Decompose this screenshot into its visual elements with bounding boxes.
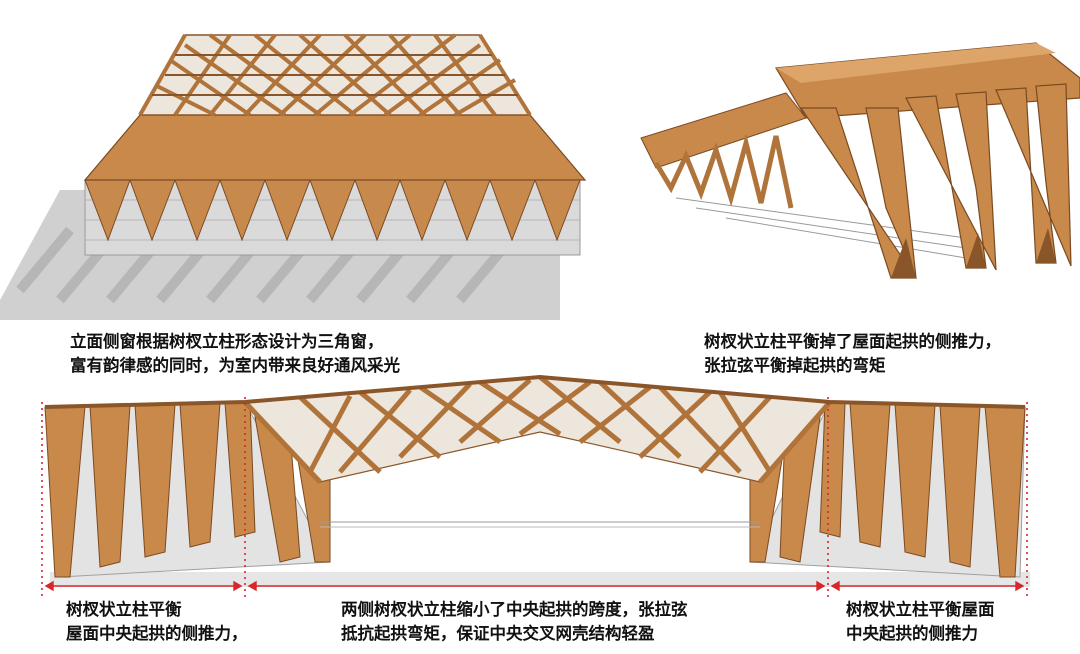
caption-bottom-right-line2: 中央起拱的侧推力 [846, 624, 978, 643]
main-top-chord-highlight [776, 43, 1056, 83]
top-left-roof-render [0, 0, 600, 320]
caption-bottom-center-line2: 抵抗起拱弯矩，保证中央交叉网壳结构轻盈 [341, 624, 655, 643]
caption-bottom-right-line1: 树杈状立柱平衡屋面 [846, 600, 995, 619]
tree-column-truss-illustration [640, 42, 1080, 279]
caption-bottom-center: 两侧树杈状立柱缩小了中央起拱的跨度，张拉弦 抵抗起拱弯矩，保证中央交叉网壳结构轻… [341, 598, 688, 646]
caption-bottom-center-line1: 两侧树杈状立柱缩小了中央起拱的跨度，张拉弦 [341, 600, 688, 619]
ground-shadow [50, 572, 1030, 587]
main-column-shadows [891, 228, 1056, 278]
arch-section-illustration [41, 374, 1030, 597]
caption-top-right: 树杈状立柱平衡掉了屋面起拱的侧推力， 张拉弦平衡掉起拱的弯矩 [704, 330, 1001, 378]
tree-columns [84, 179, 581, 242]
caption-bottom-right: 树杈状立柱平衡屋面 中央起拱的侧推力 [846, 598, 995, 646]
roof-lattice-rings [152, 54, 518, 96]
caption-bottom-left: 树杈状立柱平衡 屋面中央起拱的侧推力， [66, 598, 248, 646]
arch-top-edge [44, 374, 1026, 409]
roof-fascia [83, 114, 587, 181]
caption-top-left: 立面侧窗根据树杈立柱形态设计为三角窗， 富有韵律感的同时，为室内带来良好通风采光 [70, 330, 400, 378]
left-tree-columns [44, 401, 331, 578]
caption-bottom-left-line1: 树杈状立柱平衡 [66, 600, 182, 619]
far-truss-diagonals [653, 133, 794, 209]
main-tree-columns [799, 83, 1072, 279]
span-markers [41, 397, 1028, 597]
caption-top-right-line2: 张拉弦平衡掉起拱的弯矩 [704, 356, 886, 375]
caption-top-right-line1: 树杈状立柱平衡掉了屋面起拱的侧推力， [704, 332, 1001, 351]
caption-bottom-left-line2: 屋面中央起拱的侧推力， [66, 624, 248, 643]
caption-top-left-line2: 富有韵律感的同时，为室内带来良好通风采光 [70, 356, 400, 375]
top-right-truss-render [636, 38, 1080, 288]
roof-grid-illustration [0, 33, 587, 320]
far-floor-lines [675, 197, 967, 259]
central-lattice-members [243, 375, 832, 484]
bottom-section-render [0, 372, 1080, 604]
span-dimension-arrows [44, 580, 1025, 592]
caption-top-left-line1: 立面侧窗根据树杈立柱形态设计为三角窗， [70, 332, 384, 351]
